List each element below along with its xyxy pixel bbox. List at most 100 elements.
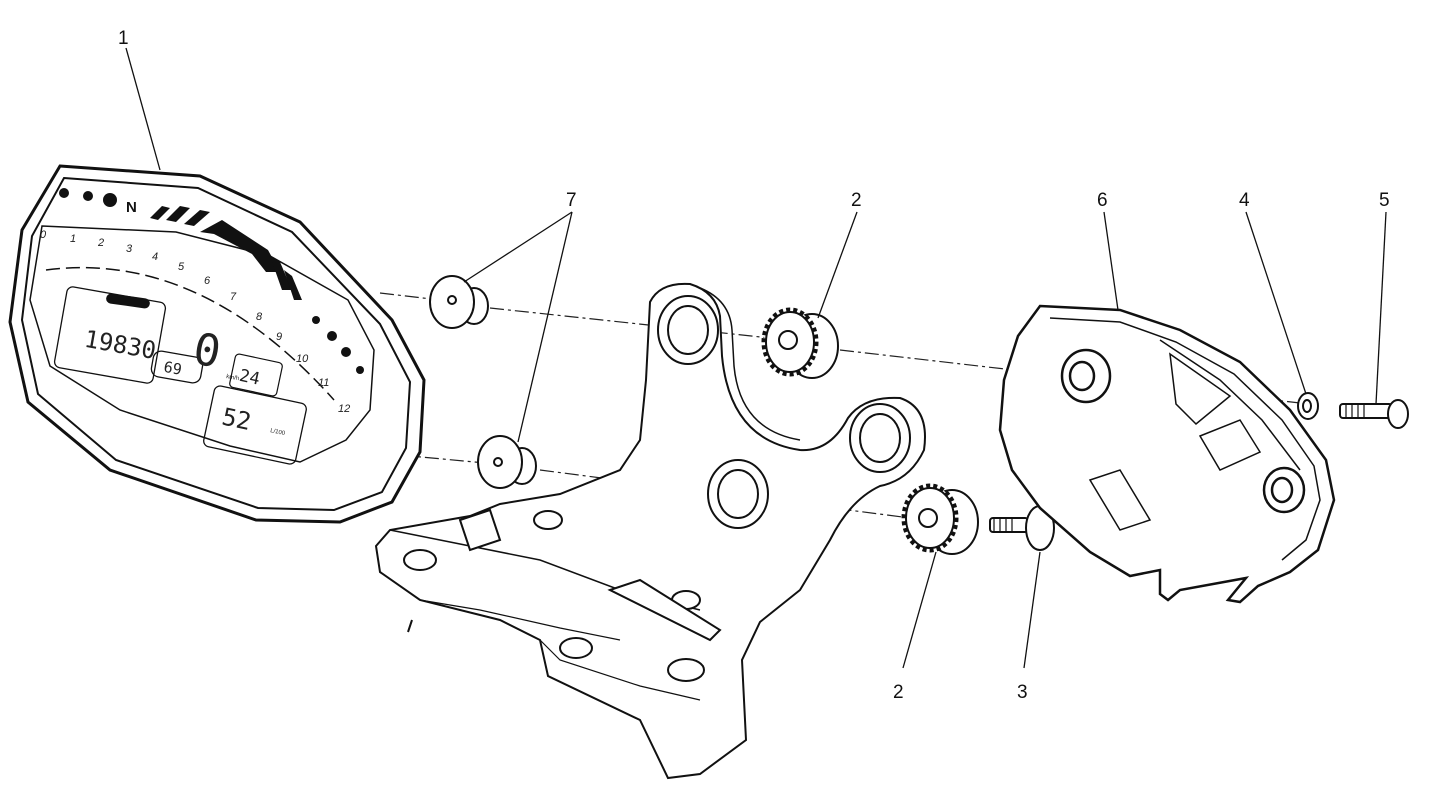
- screw-thread: [1345, 404, 1365, 418]
- indicator-light-icon: [341, 347, 351, 357]
- callout-3: 3: [1017, 682, 1028, 703]
- right-indicator-lights: [312, 316, 364, 374]
- bracket-body: [374, 282, 926, 780]
- screw-upper: [1339, 399, 1409, 429]
- callout-numbers: 1 7 2 6 4 5 2 3: [118, 28, 1390, 703]
- leader-line-2-upper: [817, 211, 858, 319]
- cover-rib: [1088, 469, 1152, 531]
- neutral-indicator: N: [126, 199, 137, 216]
- leader-line-6: [1103, 211, 1119, 311]
- temperature-readout: 69: [162, 358, 183, 379]
- indicator-light-icon: [312, 316, 320, 324]
- bracket-contour: [699, 287, 801, 441]
- serrated-spacer-upper: [761, 307, 839, 379]
- screw-thread: [993, 518, 1013, 532]
- leader-line-2-lower: [902, 551, 937, 669]
- cover-recess: [1169, 352, 1232, 426]
- bracket-boss-hole: [667, 305, 709, 355]
- grommet-upper: [429, 275, 489, 329]
- callout-6: 6: [1097, 190, 1108, 211]
- screw-shank: [1339, 403, 1393, 419]
- rpm-tick-label: 4: [152, 251, 158, 263]
- indicator-light-icon: [327, 331, 337, 341]
- cover-recess: [1198, 419, 1262, 471]
- rev-segment: [270, 256, 292, 290]
- bracket-mount-hole: [533, 510, 563, 530]
- trip-readout: 52: [219, 403, 253, 436]
- rpm-tick-label: 11: [318, 377, 329, 389]
- rpm-scale: 0 1 2 3 4 5 6 7 8 9 10 11 12: [40, 229, 350, 415]
- cover-rim: [1049, 317, 1321, 561]
- speed-unit: km/h: [226, 374, 240, 382]
- temp-box: [150, 350, 204, 384]
- rev-segment: [184, 210, 210, 226]
- screw-head: [1387, 399, 1409, 429]
- bracket-mount-hole: [559, 637, 593, 659]
- clock-box: [229, 353, 283, 397]
- rev-bar: [150, 206, 302, 300]
- washer-hole: [1302, 399, 1312, 413]
- bracket-tab: [458, 508, 502, 552]
- callout-2-upper: 2: [851, 190, 862, 211]
- rpm-tick-label: 10: [296, 353, 309, 365]
- bracket-mount-hole: [403, 549, 437, 571]
- bracket-boss-hole: [859, 413, 901, 463]
- leader-line-4: [1245, 211, 1307, 395]
- screw-lower: [989, 505, 1055, 551]
- spacer-hole: [918, 508, 938, 528]
- cover-mount-hole: [1270, 476, 1294, 504]
- rev-segment: [166, 206, 190, 222]
- warning-light-icon: [59, 188, 69, 198]
- callout-5: 5: [1379, 190, 1390, 211]
- rpm-tick-label: 5: [178, 261, 185, 273]
- rear-cover: [998, 304, 1336, 604]
- bracket-mount-hole: [667, 658, 705, 682]
- warning-light-icon: [103, 193, 117, 207]
- trip-unit: L/100: [270, 428, 287, 437]
- cover-mount-hole: [1068, 360, 1096, 392]
- rpm-tick-label: 6: [204, 275, 211, 287]
- callout-4: 4: [1239, 190, 1250, 211]
- screw-shank: [989, 517, 1029, 533]
- warning-light-icon: [83, 191, 93, 201]
- bracket-edge: [539, 639, 701, 701]
- bracket-pin: [407, 619, 413, 633]
- rev-segment-large: [200, 220, 280, 272]
- bracket-edge: [419, 599, 621, 641]
- rev-segment: [150, 206, 170, 220]
- instrument-panel: N 0 1 2 3 4 5 6 7 8 9: [8, 164, 426, 524]
- axis-line-top-middle: [489, 307, 771, 339]
- leader-line-1: [125, 47, 161, 171]
- mounting-bracket: [374, 282, 926, 780]
- fuel-bar: [106, 293, 150, 309]
- rpm-tick-label: 9: [276, 331, 282, 343]
- leader-lines: [125, 47, 1387, 669]
- rpm-tick-label: 0: [40, 229, 47, 241]
- rpm-tick-label: 8: [256, 311, 263, 323]
- grommet-hole: [493, 457, 503, 467]
- rpm-tick-label: 7: [230, 291, 237, 303]
- callout-7: 7: [566, 190, 577, 211]
- clock-readout: 24: [237, 366, 261, 390]
- rpm-tick-label: 12: [338, 403, 350, 415]
- rpm-arc: [45, 266, 335, 401]
- rpm-tick-label: 1: [70, 233, 76, 245]
- warning-light-row: [59, 188, 117, 207]
- leader-line-3: [1023, 551, 1041, 669]
- spacer-hole: [778, 330, 798, 350]
- leader-line-5: [1375, 211, 1387, 405]
- rpm-tick-label: 3: [126, 243, 133, 255]
- leader-line-7-upper: [463, 211, 573, 283]
- grommet-lower: [477, 435, 537, 489]
- serrated-spacer-lower: [901, 483, 979, 555]
- grommet-hole: [447, 295, 457, 305]
- cover-inner-edge: [1159, 339, 1301, 471]
- bracket-tab: [607, 578, 722, 642]
- leader-line-7-lower: [517, 211, 573, 443]
- indicator-light-icon: [356, 366, 364, 374]
- rev-segment: [284, 270, 302, 300]
- callout-1: 1: [118, 28, 129, 49]
- rpm-tick-label: 2: [97, 237, 104, 249]
